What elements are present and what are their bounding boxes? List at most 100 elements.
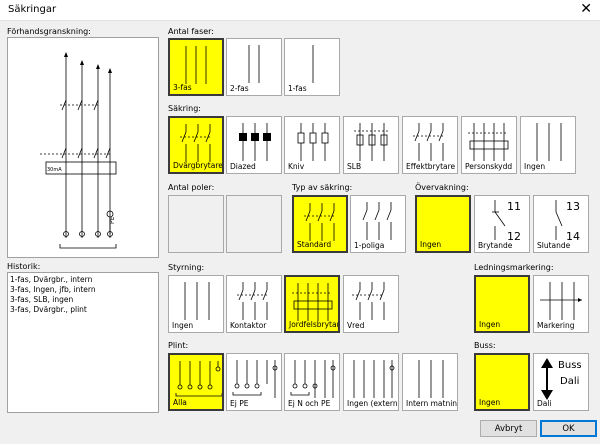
- history-item[interactable]: 1-fas, Dvärgbr., intern: [10, 275, 93, 284]
- tile-sakring-ingen[interactable]: Ingen: [520, 116, 576, 174]
- no-fuse-icon: [536, 123, 562, 161]
- cancel-button[interactable]: Avbryt: [480, 420, 537, 437]
- slb-switch-icon: [354, 123, 388, 161]
- tile-label: Ingen: [420, 240, 442, 249]
- plint-label: Plint:: [168, 341, 189, 350]
- tile-slb[interactable]: SLB: [343, 116, 399, 174]
- no-control-icon: [184, 282, 210, 320]
- tile-label: Ingen: [479, 398, 501, 407]
- tile-label: Markering: [537, 321, 575, 330]
- preview-panel: 30mA PE: [7, 37, 159, 258]
- tile-label: Dali: [537, 399, 552, 408]
- tile-label: Ingen: [172, 321, 194, 330]
- buss-label: Buss:: [474, 341, 496, 350]
- typ-av-sakring-label: Typ av säkring:: [292, 183, 353, 192]
- tile-label: Diazed: [230, 162, 256, 171]
- tile-intern-matning[interactable]: Intern matning: [402, 353, 458, 411]
- tile-vred[interactable]: Vred: [343, 275, 399, 333]
- ledningsmarkering-label: Ledningsmarkering:: [474, 263, 554, 272]
- tile-buss-ingen[interactable]: Ingen: [474, 353, 530, 411]
- internal-feed-icon: [418, 360, 444, 398]
- tile-1-poliga[interactable]: 1-poliga: [350, 195, 406, 253]
- tile-label: Ingen (extern): [347, 399, 399, 408]
- contact-number: 14: [566, 230, 580, 243]
- no-contact-icon: [555, 200, 563, 240]
- one-phase-icon: [312, 45, 314, 83]
- tile-ej-n-och-pe[interactable]: Ej N och PE: [284, 353, 340, 411]
- preview-label: Förhandsgranskning:: [7, 27, 91, 36]
- tile-slutande[interactable]: 13 14 Slutande: [533, 195, 589, 253]
- tile-label: Standard: [297, 240, 332, 249]
- miniature-breaker-icon: [180, 124, 211, 162]
- tile-2-fas[interactable]: 2-fas: [226, 38, 282, 96]
- earth-fault-breaker-icon: [292, 283, 333, 321]
- tile-ledning-ingen[interactable]: Ingen: [474, 275, 530, 333]
- wire-marking-icon: [540, 282, 582, 320]
- tile-label: Kontaktor: [230, 321, 267, 330]
- tile-label: Vred: [347, 321, 365, 330]
- bus-text: Buss: [558, 360, 582, 371]
- tile-3-fas[interactable]: 3-fas: [168, 38, 224, 96]
- tile-dvargbrytare[interactable]: Dvärgbrytare: [168, 116, 224, 174]
- standard-fuse-icon: [304, 203, 335, 241]
- tile-poler-empty-1: [168, 195, 224, 253]
- tile-1-fas[interactable]: 1-fas: [284, 38, 340, 96]
- no-n-pe-terminals-icon: [290, 360, 336, 398]
- bus-text: Dali: [560, 376, 580, 387]
- tile-jordfelsbrytare[interactable]: Jordfelsbrytare: [284, 275, 340, 333]
- tile-markering[interactable]: Markering: [533, 275, 589, 333]
- three-phase-icon: [185, 46, 207, 84]
- tile-standard[interactable]: Standard: [292, 195, 348, 253]
- tile-label: Ingen: [479, 320, 501, 329]
- tile-personskydd[interactable]: Personskydd: [461, 116, 517, 174]
- title-bar: Säkringar ✕: [0, 0, 600, 21]
- tile-label: Intern matning: [406, 399, 458, 408]
- sakring-label: Säkring:: [168, 104, 201, 113]
- bus-arrow-icon: [541, 358, 553, 400]
- tile-label: Ej PE: [230, 399, 249, 408]
- no-pe-terminals-icon: [232, 360, 278, 398]
- tile-plint-alla[interactable]: Alla: [168, 353, 224, 411]
- rcd-icon: [468, 123, 509, 161]
- history-list[interactable]: 1-fas, Dvärgbr., intern 3-fas, Ingen, jf…: [7, 272, 159, 413]
- tile-label: 1-poliga: [354, 241, 385, 250]
- tile-kniv[interactable]: Kniv: [284, 116, 340, 174]
- circuit-breaker-icon: [413, 123, 444, 161]
- history-item[interactable]: 3-fas, Dvärgbr., plint: [10, 305, 87, 314]
- pe-label: PE: [109, 216, 116, 224]
- tile-ingen-extern[interactable]: Ingen (extern): [343, 353, 399, 411]
- tile-styrning-ingen[interactable]: Ingen: [168, 275, 224, 333]
- tile-kontaktor[interactable]: Kontaktor: [226, 275, 282, 333]
- history-item[interactable]: 3-fas, SLB, ingen: [10, 295, 74, 304]
- diazed-fuse-icon: [239, 123, 271, 161]
- contact-number: 12: [507, 230, 521, 243]
- tile-dali[interactable]: Buss Dali Dali: [533, 353, 589, 411]
- tile-label: Effektbrytare: [406, 162, 456, 171]
- all-terminals-icon: [175, 361, 222, 397]
- tile-brytande[interactable]: 11 12 Brytande: [474, 195, 530, 253]
- tile-label: Ingen: [524, 162, 546, 171]
- tile-poler-empty-2: [226, 195, 282, 253]
- contactor-icon: [237, 282, 268, 320]
- circuit-preview-diagram: 30mA PE: [40, 52, 117, 249]
- tile-label: Dvärgbrytare: [173, 161, 223, 170]
- contact-number: 13: [566, 200, 580, 213]
- tile-effektbrytare[interactable]: Effektbrytare: [402, 116, 458, 174]
- close-icon[interactable]: ✕: [580, 1, 592, 17]
- tile-label: Kniv: [288, 162, 305, 171]
- antal-faser-label: Antal faser:: [168, 27, 214, 36]
- single-pole-fuse-icon: [362, 202, 392, 240]
- tile-ej-pe[interactable]: Ej PE: [226, 353, 282, 411]
- ok-button[interactable]: OK: [540, 420, 597, 437]
- tile-label: Ej N och PE: [288, 399, 331, 408]
- tile-label: Alla: [173, 398, 187, 407]
- tile-label: 2-fas: [230, 84, 249, 93]
- history-item[interactable]: 3-fas, Ingen, jfb, intern: [10, 285, 96, 294]
- tile-overvakning-ingen[interactable]: Ingen: [415, 195, 471, 253]
- tile-label: Personskydd: [465, 162, 513, 171]
- tile-label: 3-fas: [173, 83, 192, 92]
- contact-number: 11: [507, 200, 521, 213]
- tile-diazed[interactable]: Diazed: [226, 116, 282, 174]
- tile-label: 1-fas: [288, 84, 307, 93]
- tile-label: SLB: [347, 162, 362, 171]
